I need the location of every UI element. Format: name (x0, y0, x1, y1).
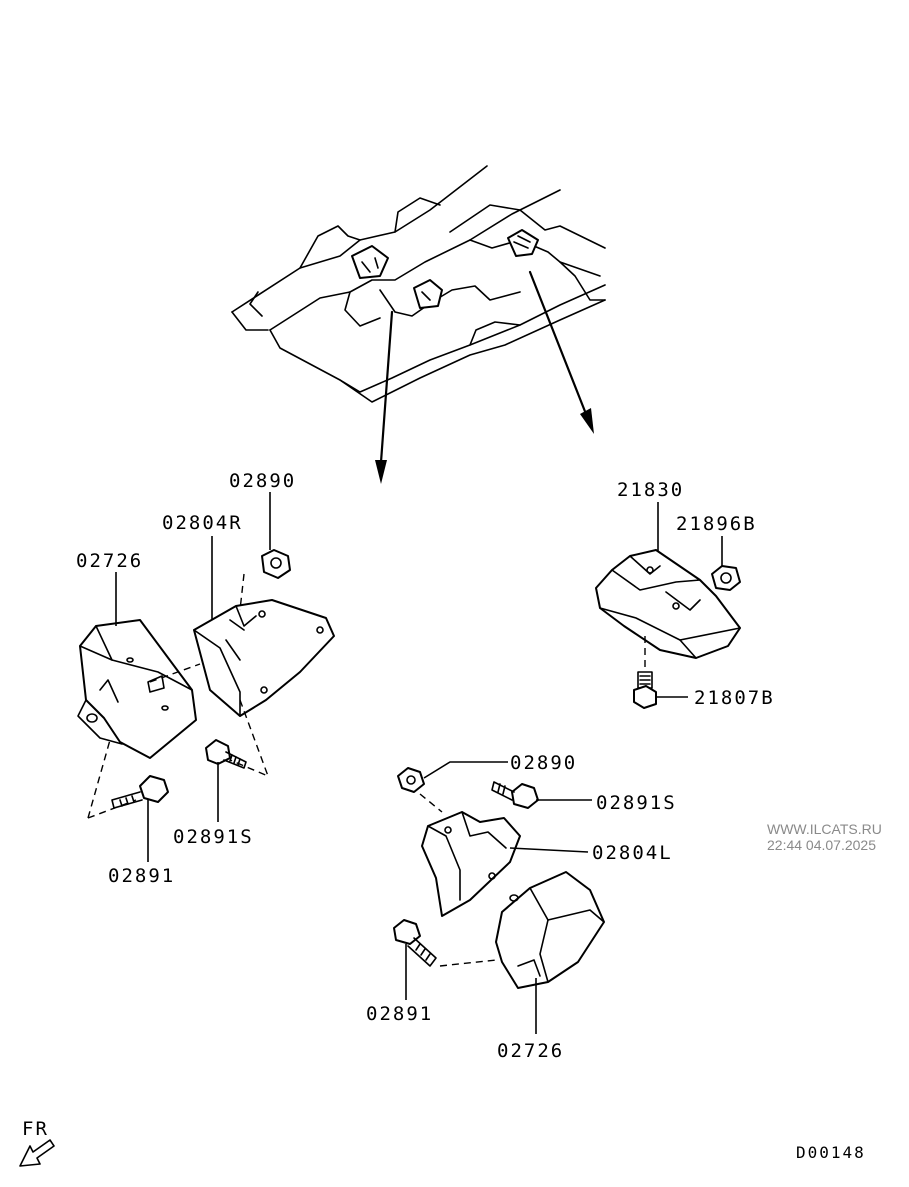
left-dashed-assembly-lines (87, 573, 270, 819)
label-bolt-02891S-left: 02891S (173, 826, 254, 848)
label-bracket-02804L: 02804L (592, 842, 673, 864)
lower-bolt-02891 (393, 919, 437, 967)
watermark-site: WWW.ILCATS.RU (767, 821, 882, 837)
label-nut-02890-left: 02890 (229, 470, 296, 492)
label-nut-02890-lower: 02890 (510, 752, 577, 774)
watermark-datetime: 22:44 04.07.2025 (767, 837, 876, 853)
upper-right-nut-21896B (711, 565, 741, 591)
label-bolt-02891S-lower: 02891S (596, 792, 677, 814)
label-bolt-02891-left: 02891 (108, 865, 175, 887)
lower-insulator-02726 (495, 871, 605, 989)
part-number-labels: 02890 02804R 02726 02891S 02891 21830 21… (76, 470, 775, 1062)
lower-nut-02890 (397, 767, 425, 793)
label-nut-21896B: 21896B (676, 513, 757, 535)
fr-label: FR (22, 1118, 49, 1140)
label-insulator-02726-lower: 02726 (497, 1040, 564, 1062)
left-insulator-02726 (77, 619, 197, 759)
leader-lines (115, 492, 723, 1034)
lower-bolt-02891S (491, 781, 539, 809)
upper-right-bolt-21807B (633, 636, 657, 709)
chassis-frame-outline (231, 165, 606, 403)
label-bolt-21807B: 21807B (694, 687, 775, 709)
lower-bracket-02804L (421, 811, 521, 917)
label-bracket-02804R: 02804R (162, 512, 243, 534)
watermark: WWW.ILCATS.RU 22:44 04.07.2025 (767, 821, 882, 853)
lower-dashed-assembly-lines (419, 793, 497, 967)
diagram-code: D00148 (796, 1143, 866, 1162)
left-bracket-02804R (193, 599, 335, 717)
left-bolt-02891 (111, 775, 169, 809)
label-insulator-21830: 21830 (617, 479, 684, 501)
upper-right-insulator-21830 (595, 549, 741, 659)
left-nut-02890 (261, 549, 291, 579)
left-bolt-02891S (205, 739, 247, 769)
location-arrows (375, 270, 594, 484)
label-insulator-02726-left: 02726 (76, 550, 143, 572)
front-direction-indicator: FR (19, 1118, 55, 1167)
front-direction-arrow-icon (19, 1139, 55, 1167)
label-bolt-02891-lower: 02891 (366, 1003, 433, 1025)
